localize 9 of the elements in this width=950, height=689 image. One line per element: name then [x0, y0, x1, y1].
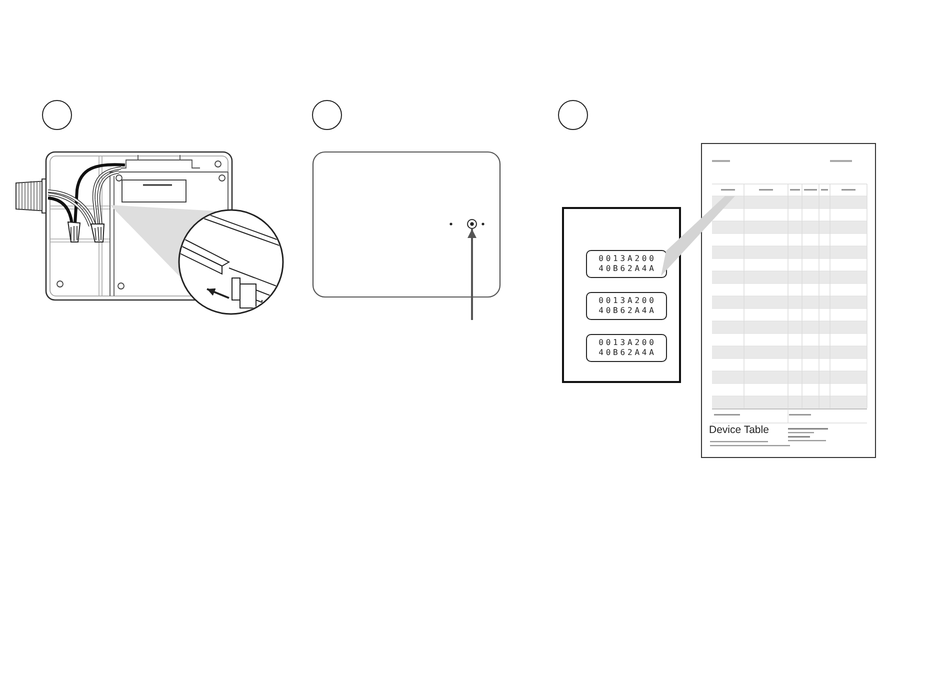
sheet-title: Device Table [709, 424, 769, 436]
step-circle [558, 100, 588, 130]
step-circle [42, 100, 72, 130]
arrow [468, 229, 476, 320]
serial-label: 0013A200 40B62A4A [586, 250, 667, 278]
serial-label: 0013A200 40B62A4A [586, 334, 667, 362]
step-circle [312, 100, 342, 130]
serial-label: 0013A200 40B62A4A [586, 292, 667, 320]
label-panel [562, 207, 681, 383]
